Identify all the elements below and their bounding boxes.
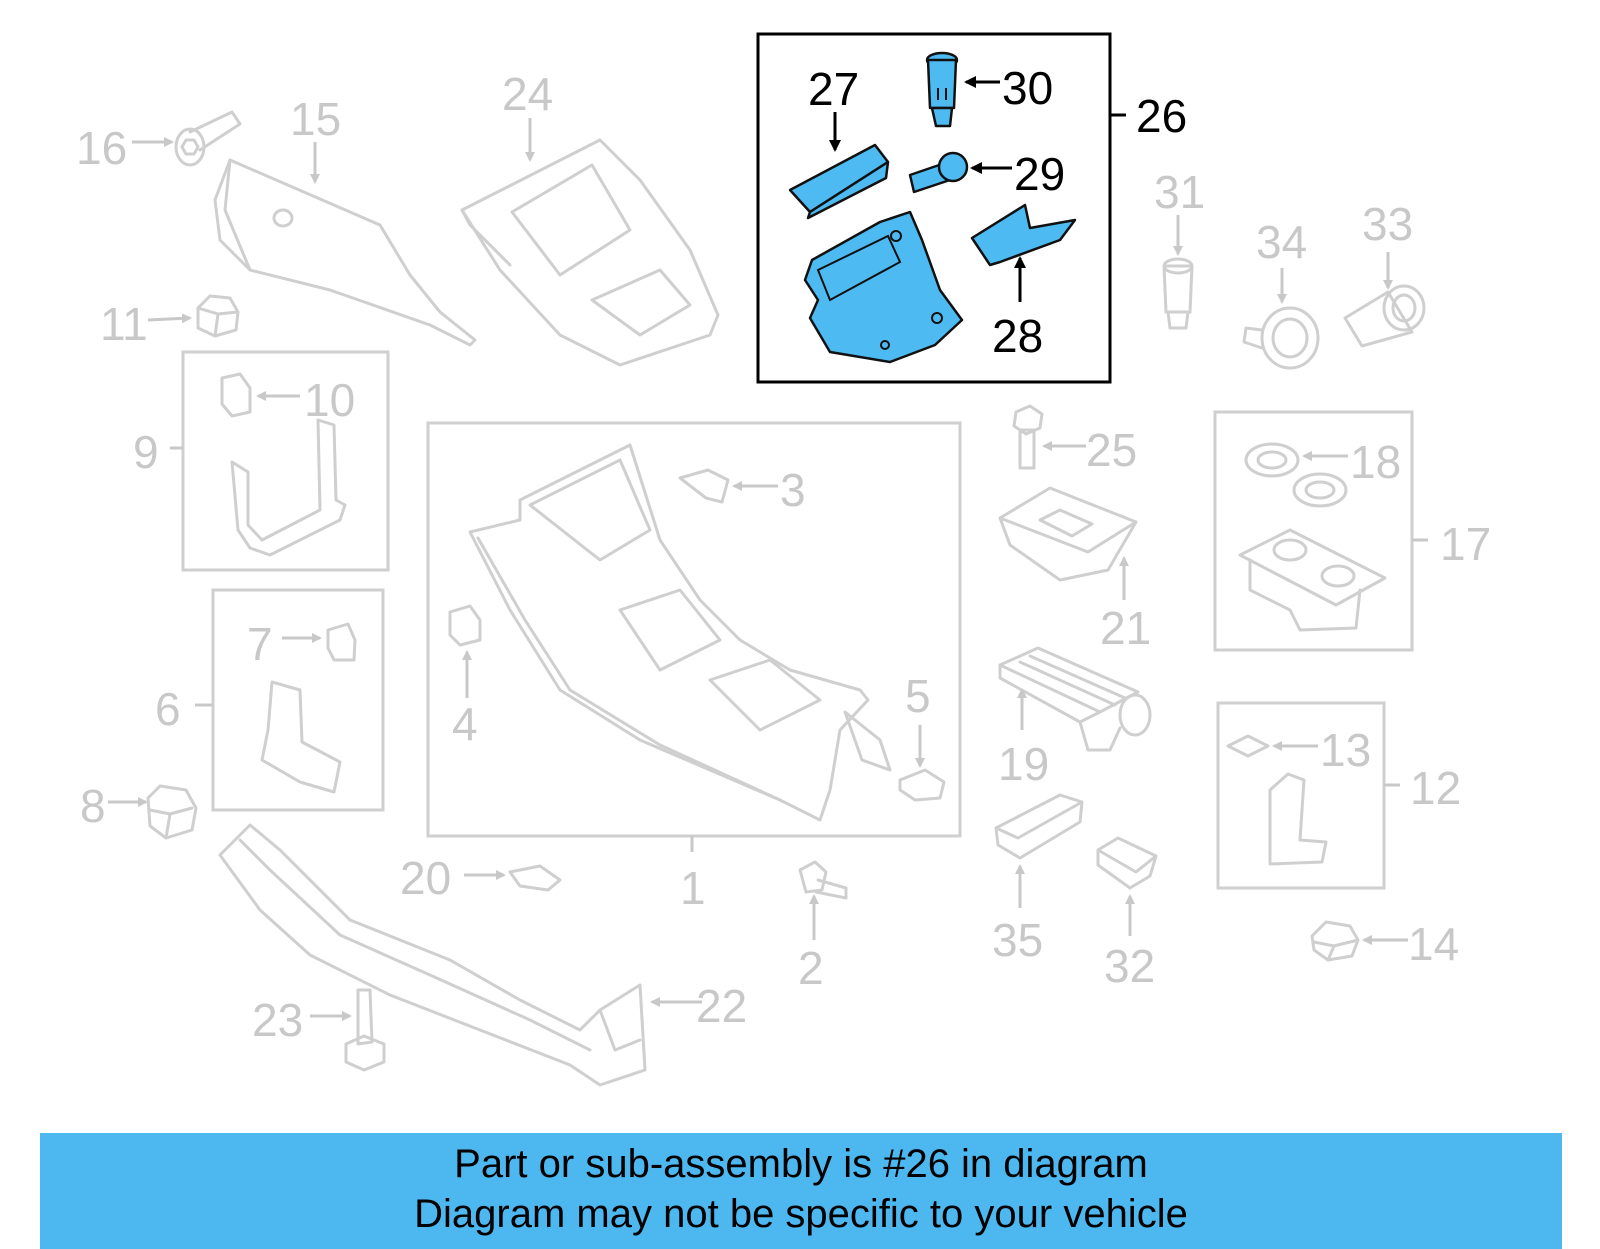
- part-32-cup[interactable]: [1096, 836, 1158, 890]
- part-14-nut[interactable]: [1310, 920, 1360, 962]
- callout-21: 21: [1100, 602, 1151, 654]
- callout-16: 16: [76, 122, 127, 174]
- part-2-bolt[interactable]: [798, 860, 848, 900]
- part-27-lid[interactable]: [788, 143, 890, 220]
- part-34-ring[interactable]: [1242, 306, 1320, 370]
- part-17-cup-holder[interactable]: [1238, 528, 1387, 632]
- part-7-clip[interactable]: [326, 622, 357, 662]
- callout-2: 2: [798, 942, 824, 994]
- callout-25: 25: [1086, 424, 1137, 476]
- part-31-latch[interactable]: [1162, 257, 1194, 330]
- part-23-bolt[interactable]: [344, 988, 386, 1072]
- callout-7: 7: [247, 618, 273, 670]
- part-13-clip[interactable]: [1226, 734, 1270, 758]
- part-10-clip[interactable]: [220, 372, 252, 418]
- part-15-trim-panel[interactable]: [213, 158, 477, 347]
- part-18-mat[interactable]: [1244, 442, 1348, 508]
- callout-4: 4: [452, 698, 478, 750]
- part-25-bolt[interactable]: [1012, 404, 1044, 470]
- group-box-9: [181, 350, 390, 572]
- callout-20: 20: [400, 852, 451, 904]
- callout-29: 29: [1014, 148, 1065, 200]
- group-box-12: [1216, 701, 1386, 890]
- part-5-clip[interactable]: [898, 768, 946, 802]
- callout-18: 18: [1350, 436, 1401, 488]
- callout-5: 5: [905, 670, 931, 722]
- callout-23: 23: [252, 994, 303, 1046]
- part-33-socket[interactable]: [1343, 284, 1426, 348]
- callout-27: 27: [808, 63, 859, 115]
- callout-8: 8: [80, 780, 106, 832]
- callout-24: 24: [502, 68, 553, 120]
- callout-11: 11: [100, 298, 148, 350]
- callout-32: 32: [1104, 940, 1155, 992]
- part-19-mat[interactable]: [998, 646, 1152, 752]
- callout-34: 34: [1256, 216, 1307, 268]
- part-11-nut[interactable]: [196, 294, 240, 338]
- callout-28: 28: [992, 310, 1043, 362]
- callout-3: 3: [780, 464, 806, 516]
- callout-6: 6: [155, 683, 181, 735]
- callout-10: 10: [304, 374, 355, 426]
- part-4-clip[interactable]: [448, 604, 482, 647]
- part-8-nut[interactable]: [146, 784, 198, 840]
- callout-15: 15: [290, 93, 341, 145]
- callout-31: 31: [1154, 166, 1205, 218]
- part-9-bracket[interactable]: [230, 418, 347, 557]
- callout-12: 12: [1410, 762, 1461, 814]
- part-28-plate[interactable]: [970, 203, 1077, 267]
- group-box-17: [1213, 410, 1414, 652]
- banner-line-1: Part or sub-assembly is #26 in diagram: [454, 1142, 1148, 1186]
- part-21-tray[interactable]: [998, 486, 1138, 582]
- part-1-center-console[interactable]: [468, 443, 892, 822]
- part-3-clip[interactable]: [678, 468, 730, 504]
- callout-30: 30: [1002, 62, 1053, 114]
- info-banner: Part or sub-assembly is #26 in diagram D…: [40, 1133, 1562, 1249]
- callout-19: 19: [998, 738, 1049, 790]
- part-30-latch[interactable]: [925, 51, 959, 128]
- callout-14: 14: [1408, 918, 1459, 970]
- banner-line-2: Diagram may not be specific to your vehi…: [414, 1192, 1188, 1236]
- part-20-clip[interactable]: [508, 864, 562, 892]
- callout-13: 13: [1320, 724, 1371, 776]
- callout-9: 9: [133, 426, 159, 478]
- group-box-1: [426, 421, 962, 838]
- part-29-pin[interactable]: [908, 151, 969, 194]
- callout-35: 35: [992, 914, 1043, 966]
- part-24-shifter-bezel[interactable]: [460, 138, 720, 367]
- group-box-26: [756, 32, 1112, 384]
- part-12-bracket[interactable]: [1268, 772, 1328, 866]
- part-22-rail[interactable]: [218, 823, 647, 1087]
- callout-17: 17: [1440, 518, 1491, 570]
- part-6-bracket[interactable]: [260, 680, 342, 794]
- part-35-block[interactable]: [994, 793, 1084, 860]
- part-26-armrest-bracket[interactable]: [803, 210, 964, 364]
- callout-26: 26: [1136, 90, 1187, 142]
- callout-1: 1: [680, 862, 706, 914]
- group-box-6: [211, 588, 385, 812]
- part-16-bolt[interactable]: [174, 110, 242, 167]
- callout-33: 33: [1362, 198, 1413, 250]
- callout-22: 22: [696, 980, 747, 1032]
